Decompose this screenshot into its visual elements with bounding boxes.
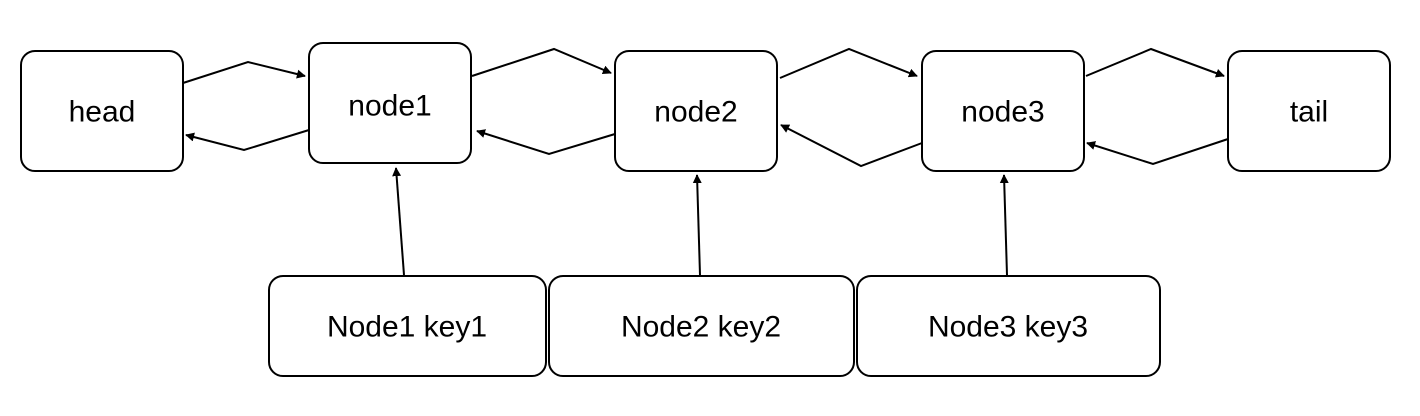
node-node2-label: node2 bbox=[654, 96, 737, 129]
node-tail-box bbox=[1227, 50, 1391, 172]
map-entry-2-box bbox=[548, 275, 855, 377]
node-node3-box bbox=[921, 50, 1085, 172]
edge-node3-to-node2 bbox=[780, 124, 923, 168]
node-head-box bbox=[20, 50, 184, 172]
edge-head-to-node1 bbox=[182, 60, 306, 84]
map-entry-2-label: Node2 key2 bbox=[621, 311, 781, 344]
map-entry-2: Node2 key2 bbox=[548, 275, 855, 377]
edge-tail-to-node3 bbox=[1086, 138, 1229, 166]
edge-entry1-to-node1 bbox=[392, 167, 405, 276]
edges bbox=[182, 47, 1229, 276]
node-node2-box bbox=[614, 50, 778, 172]
node-node1-label: node1 bbox=[348, 90, 431, 123]
node-node1: node1 bbox=[308, 42, 472, 164]
list-nodes: head node1 node2 node3 tail bbox=[20, 42, 1391, 172]
edge-node3-to-tail bbox=[1085, 47, 1225, 78]
node-tail: tail bbox=[1227, 50, 1391, 172]
map-entry-1-box bbox=[268, 275, 547, 377]
node-node2: node2 bbox=[614, 50, 778, 172]
edge-entry2-to-node2 bbox=[692, 174, 702, 276]
map-entry-1-label: Node1 key1 bbox=[327, 311, 487, 344]
map-entry-1: Node1 key1 bbox=[268, 275, 547, 377]
node-node3-label: node3 bbox=[961, 96, 1044, 129]
map-entries: Node1 key1 Node2 key2 Node3 key3 bbox=[268, 275, 1161, 377]
edge-entry3-to-node3 bbox=[999, 174, 1009, 276]
edge-node2-to-node1 bbox=[476, 129, 616, 156]
node-head: head bbox=[20, 50, 184, 172]
edge-node2-to-node3 bbox=[779, 47, 918, 79]
edge-node1-to-head bbox=[185, 129, 310, 152]
edge-node1-to-node2 bbox=[471, 47, 612, 77]
map-entry-3: Node3 key3 bbox=[856, 275, 1161, 377]
node-node1-box bbox=[308, 42, 472, 164]
node-tail-label: tail bbox=[1290, 96, 1328, 129]
node-node3: node3 bbox=[921, 50, 1085, 172]
map-entry-3-label: Node3 key3 bbox=[928, 311, 1088, 344]
map-entry-3-box bbox=[856, 275, 1161, 377]
node-head-label: head bbox=[69, 96, 136, 129]
